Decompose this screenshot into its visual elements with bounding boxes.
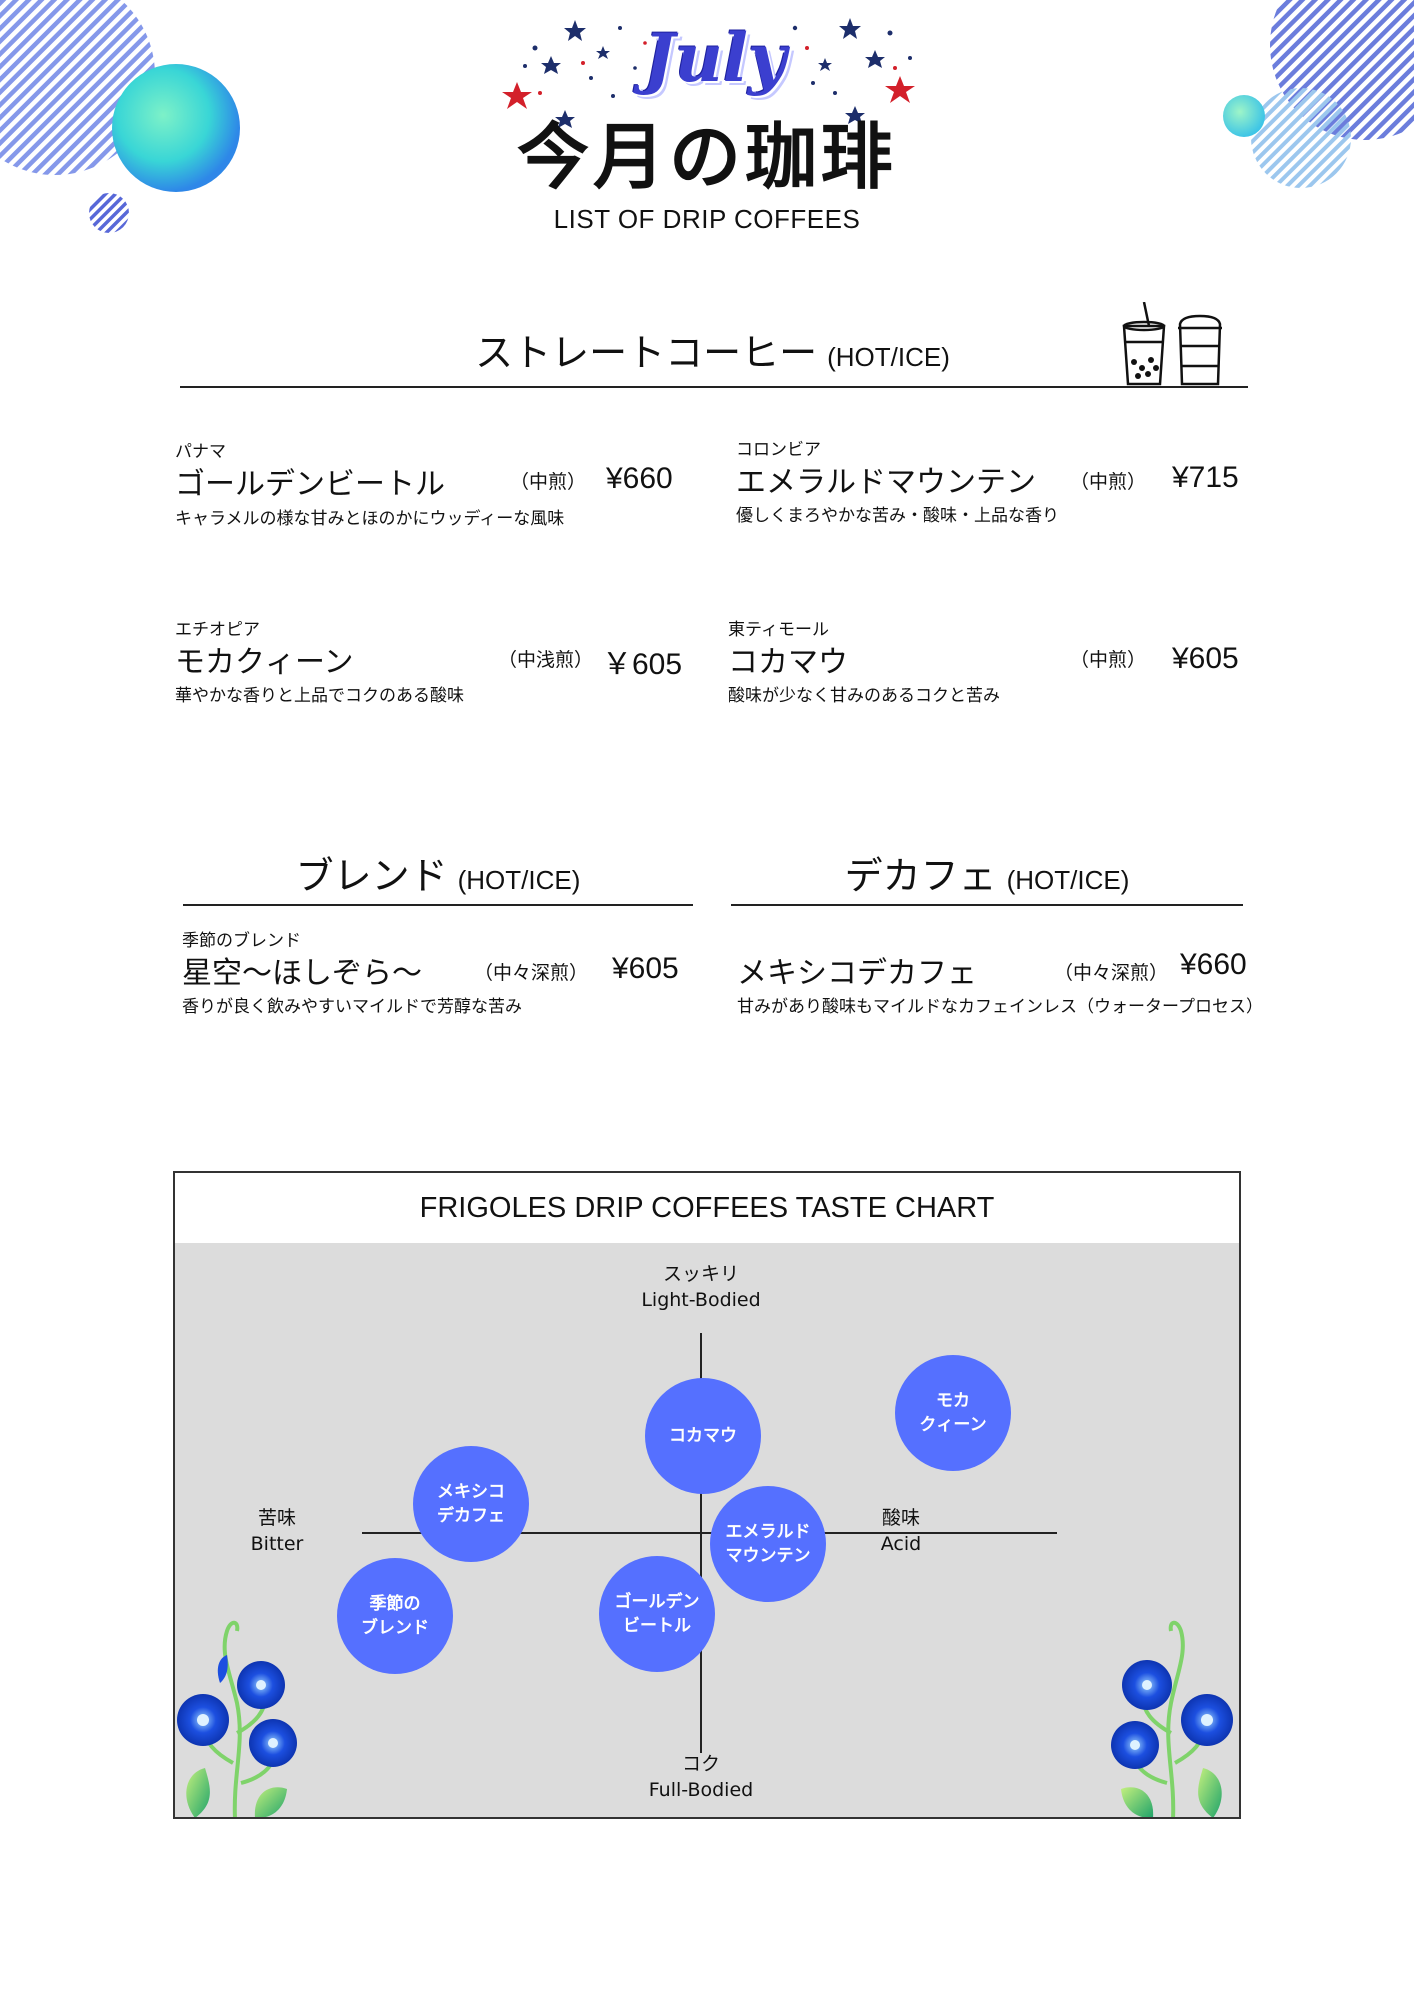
axis-label-top-jp: スッキリ bbox=[662, 1263, 739, 1285]
item-price: ¥715 bbox=[1172, 461, 1239, 494]
item-name: 星空～ほしぞら～ bbox=[182, 956, 422, 991]
bubble-label: メキシコ bbox=[437, 1482, 505, 1502]
item-origin: パナマ bbox=[175, 442, 226, 462]
item-price: ¥660 bbox=[606, 462, 673, 495]
item-roast: （中々深煎） bbox=[1054, 962, 1169, 984]
blend-section-title: ブレンド bbox=[295, 854, 448, 898]
item-description: キャラメルの様な甘みとほのかにウッディーな風味 bbox=[175, 509, 565, 529]
item-description: 優しくまろやかな苦み・酸味・上品な香り bbox=[736, 506, 1059, 526]
item-description: 酸味が少なく甘みのあるコクと苦み bbox=[728, 686, 1000, 706]
axis-label-right-en: Acid bbox=[880, 1533, 922, 1555]
item-roast: （中煎） bbox=[1070, 649, 1147, 671]
item-origin: コロンビア bbox=[736, 440, 821, 460]
decor-circles-right bbox=[1223, 0, 1414, 188]
bubble-mexico-decaf: メキシコデカフェ bbox=[413, 1446, 529, 1562]
stars-decoration bbox=[502, 18, 915, 128]
straight-section-heading: ストレートコーヒー (HOT/ICE) bbox=[180, 322, 1245, 377]
item-roast: （中煎） bbox=[510, 471, 587, 493]
page-subtitle: LIST OF DRIP COFFEES bbox=[553, 204, 861, 234]
straight-section-title: ストレートコーヒー bbox=[475, 331, 818, 375]
taste-chart: FRIGOLES DRIP COFFEES TASTE CHART スッキリ L… bbox=[173, 1171, 1241, 1819]
item-name: メキシコデカフェ bbox=[737, 956, 977, 991]
axis-label-right-jp: 酸味 bbox=[881, 1507, 920, 1529]
bubble-golden-beetle: ゴールデンビートル bbox=[599, 1556, 715, 1672]
axis-label-top-en: Light-Bodied bbox=[641, 1289, 761, 1311]
taste-chart-title: FRIGOLES DRIP COFFEES TASTE CHART bbox=[175, 1173, 1239, 1243]
bubble-label: ブレンド bbox=[361, 1618, 429, 1638]
decaf-section-title: デカフェ bbox=[844, 854, 997, 898]
axis-label-bottom-en: Full-Bodied bbox=[648, 1779, 754, 1801]
bubble-emerald-mountain: エメラルドマウンテン bbox=[710, 1486, 826, 1602]
bubble-kokamau: コカマウ bbox=[645, 1378, 761, 1494]
item-name: ゴールデンビートル bbox=[175, 467, 445, 502]
blend-section-rule bbox=[183, 904, 693, 906]
morning-glory-left-icon bbox=[177, 1620, 297, 1817]
bubble-label: ビートル bbox=[623, 1616, 691, 1636]
item-price: ￥605 bbox=[602, 648, 683, 681]
item-description: 甘みがあり酸味もマイルドなカフェインレス（ウォータープロセス） bbox=[737, 997, 1263, 1017]
decaf-section-tag: (HOT/ICE) bbox=[1006, 865, 1130, 895]
item-origin: 季節のブレンド bbox=[182, 931, 301, 951]
bubble-label: ゴールデン bbox=[614, 1592, 700, 1612]
morning-glory-right-icon bbox=[1111, 1620, 1233, 1817]
bubble-label: 季節の bbox=[369, 1594, 421, 1614]
item-origin: エチオピア bbox=[175, 620, 260, 640]
bubble-seasonal-blend: 季節のブレンド bbox=[337, 1558, 453, 1674]
bubble-label: デカフェ bbox=[437, 1506, 505, 1526]
straight-section-tag: (HOT/ICE) bbox=[827, 342, 950, 372]
axis-label-bottom: コク Full-Bodied bbox=[601, 1751, 801, 1803]
straight-section-rule bbox=[180, 386, 1248, 388]
axis-label-bottom-jp: コク bbox=[681, 1753, 720, 1775]
axis-label-left-en: Bitter bbox=[250, 1533, 304, 1555]
item-name: エメラルドマウンテン bbox=[736, 465, 1036, 500]
bubble-label: マウンテン bbox=[725, 1546, 811, 1566]
item-price: ¥605 bbox=[612, 952, 679, 985]
decaf-section-heading: デカフェ (HOT/ICE) bbox=[731, 845, 1243, 900]
axis-label-right: 酸味 Acid bbox=[851, 1505, 951, 1557]
decor-circles-left bbox=[0, 0, 240, 233]
bubble-label: モカ bbox=[936, 1391, 970, 1411]
item-roast: （中々深煎） bbox=[474, 962, 589, 984]
item-price: ¥660 bbox=[1180, 948, 1247, 981]
item-description: 華やかな香りと上品でコクのある酸味 bbox=[175, 686, 464, 706]
blend-section-heading: ブレンド (HOT/ICE) bbox=[183, 845, 693, 900]
axis-label-top: スッキリ Light-Bodied bbox=[601, 1261, 801, 1313]
item-origin: 東ティモール bbox=[728, 620, 829, 640]
page-title: 今月の珈琲 bbox=[516, 115, 897, 199]
item-roast: （中浅煎） bbox=[498, 649, 594, 671]
item-name: モカクィーン bbox=[175, 645, 354, 680]
taste-axis-vertical bbox=[700, 1333, 702, 1753]
item-name: コカマウ bbox=[728, 645, 848, 680]
item-roast: （中煎） bbox=[1070, 471, 1147, 493]
month-script: July bbox=[643, 19, 787, 97]
item-price: ¥605 bbox=[1172, 642, 1239, 675]
decaf-section-rule bbox=[731, 904, 1243, 906]
bubble-label: エメラルド bbox=[725, 1522, 811, 1542]
taste-chart-area: スッキリ Light-Bodied コク Full-Bodied 苦味 Bitt… bbox=[175, 1243, 1239, 1817]
axis-label-left-jp: 苦味 bbox=[257, 1507, 296, 1529]
bubble-mocha-queen: モカクィーン bbox=[895, 1355, 1011, 1471]
bubble-label: クィーン bbox=[919, 1415, 987, 1435]
bubble-label: コカマウ bbox=[669, 1426, 737, 1446]
taste-axis-horizontal bbox=[362, 1532, 1057, 1534]
axis-label-left: 苦味 Bitter bbox=[227, 1505, 327, 1557]
coffee-cups-icon bbox=[1122, 302, 1222, 386]
item-description: 香りが良く飲みやすいマイルドで芳醇な苦み bbox=[182, 997, 522, 1017]
blend-section-tag: (HOT/ICE) bbox=[457, 865, 581, 895]
